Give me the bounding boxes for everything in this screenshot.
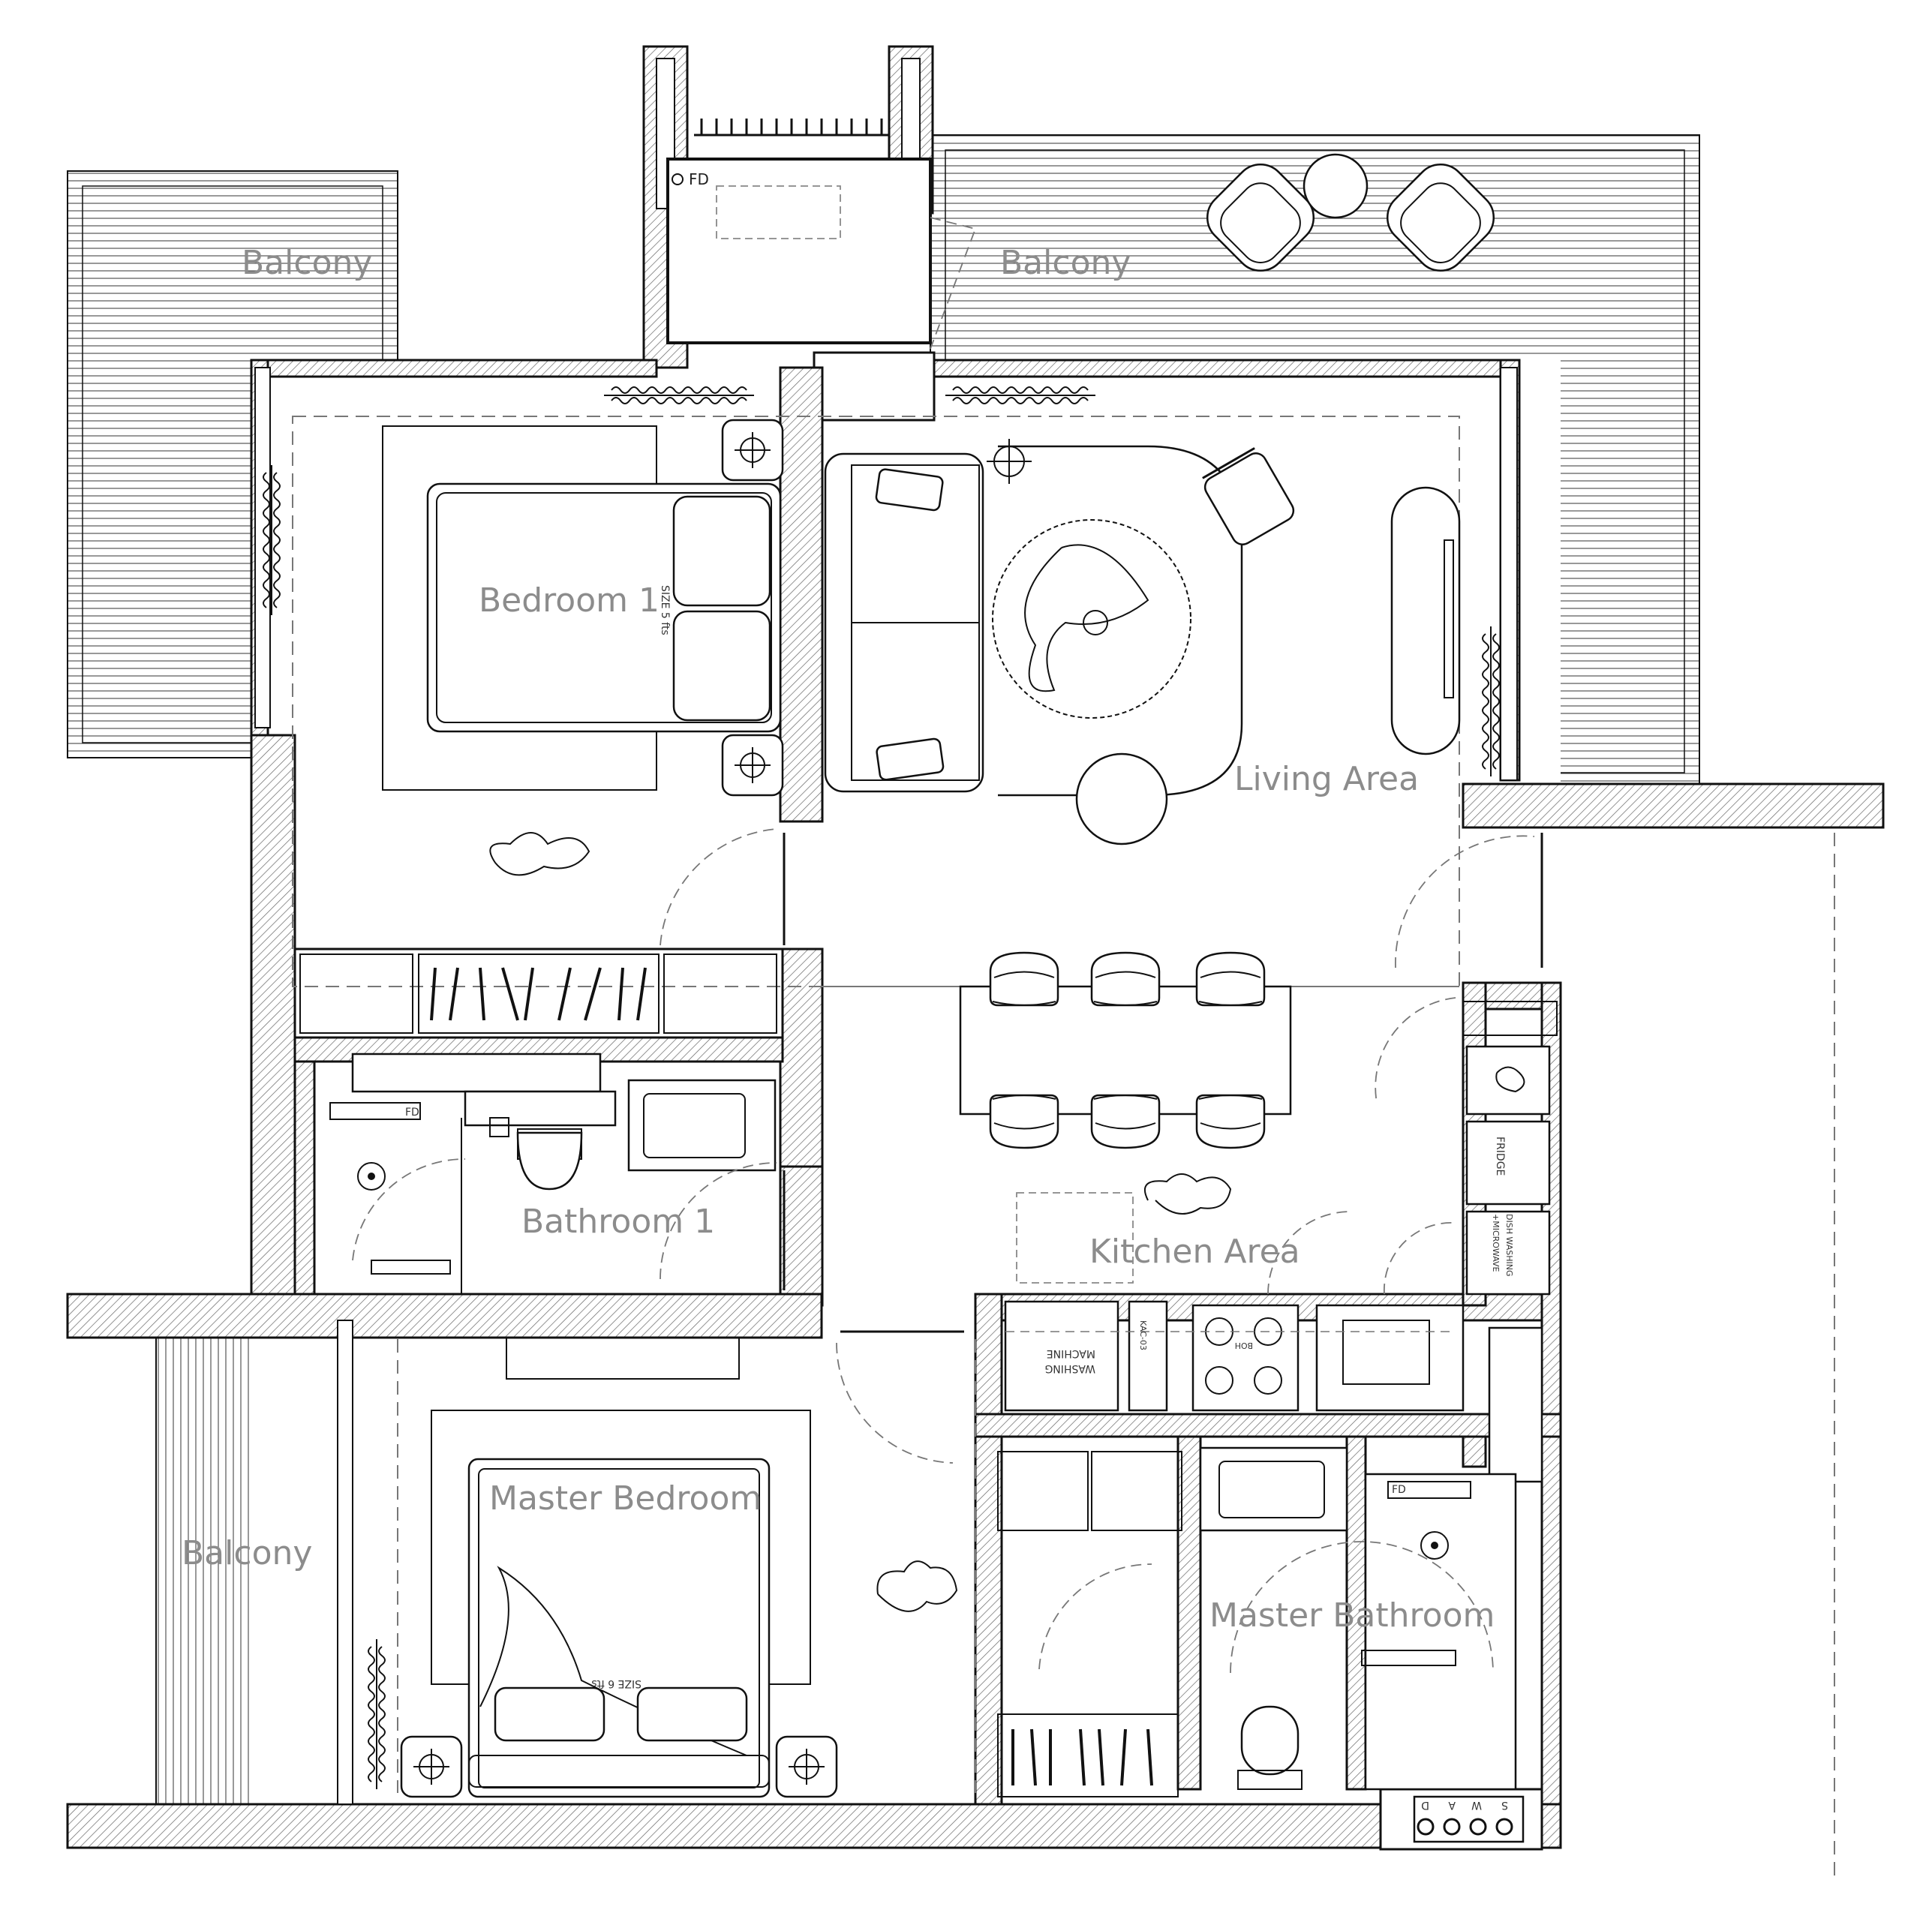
- meter-letter-s: S: [1501, 1799, 1508, 1811]
- label-master-bathroom: Master Bathroom: [1209, 1596, 1495, 1635]
- bedroom1-furniture: [382, 419, 784, 876]
- washing-label: WASHING: [1044, 1362, 1095, 1374]
- kitchen-fixtures: [1004, 997, 1558, 1483]
- label-bathroom1: Bathroom 1: [521, 1203, 715, 1241]
- label-bedroom1: Bedroom 1: [479, 581, 660, 620]
- label-living-area: Living Area: [1234, 760, 1419, 798]
- meter-letter-d: D: [1421, 1799, 1429, 1811]
- dishwasher-label: DISH WASHING: [1504, 1214, 1514, 1277]
- label-balcony-master: Balcony: [182, 1534, 312, 1572]
- label-kitchen-area: Kitchen Area: [1089, 1233, 1300, 1271]
- meter-letter-w: W: [1471, 1799, 1482, 1811]
- floor-drain-label-master: FD: [1392, 1484, 1406, 1496]
- floor-drain-label-bath1: FD: [405, 1107, 419, 1119]
- meter-letter-a: A: [1448, 1799, 1456, 1811]
- floor-drain-label-north: FD: [689, 170, 709, 188]
- fridge-label: FRIDGE: [1494, 1137, 1506, 1176]
- machine-label: MACHINE: [1047, 1347, 1095, 1359]
- label-balcony-west: Balcony: [242, 244, 372, 282]
- hob-label: BOH: [1235, 1341, 1253, 1350]
- bed1-size-note: SIZE 5 fts: [659, 585, 671, 635]
- label-master-bedroom: Master Bedroom: [489, 1479, 762, 1518]
- bedroom1-wardrobe: [299, 954, 777, 1034]
- living-furniture: [824, 153, 1495, 1215]
- master-bedroom-furniture: [400, 1337, 958, 1798]
- microwave-label: +MICROWAVE: [1491, 1214, 1501, 1272]
- label-balcony-north: Balcony: [1000, 244, 1131, 282]
- master-bed-size-note: SIZE 6 fts: [591, 1677, 641, 1689]
- kitchen-code-label: KAC-03: [1138, 1320, 1148, 1350]
- bathroom1-fixtures: [329, 1053, 777, 1294]
- master-wardrobe: [836, 1342, 1182, 1797]
- door-swings: [660, 828, 1543, 1333]
- railing-bars: [700, 119, 883, 135]
- master-bathroom-fixtures: [1199, 1446, 1525, 1843]
